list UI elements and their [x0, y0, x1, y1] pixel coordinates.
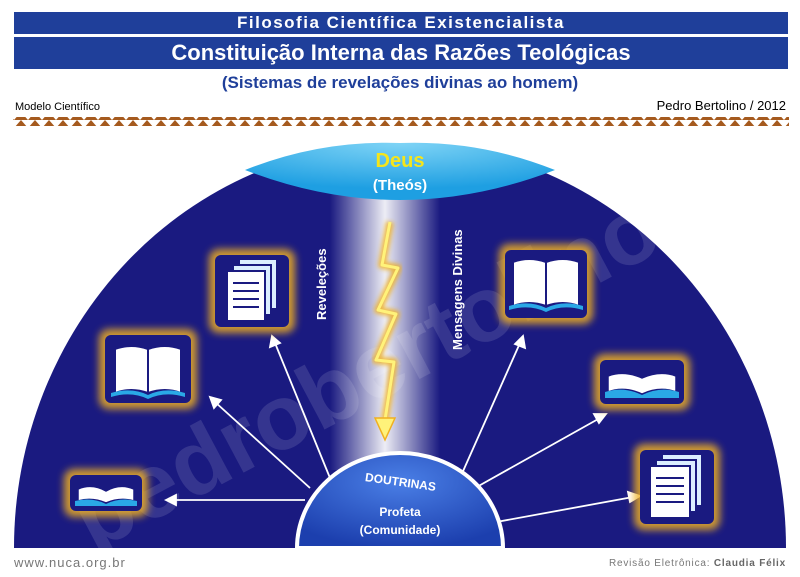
- open-book-icon: [64, 469, 148, 517]
- series-title: Filosofia Científica Existencialista: [14, 12, 788, 34]
- documents-icon: [634, 444, 720, 530]
- prophet-base: [294, 451, 506, 550]
- model-label: Modelo Científico: [15, 101, 100, 113]
- open-book-icon: [99, 329, 197, 409]
- divine-messages-label: Mensagens Divinas: [450, 229, 465, 350]
- lightning-bolt: [374, 221, 400, 421]
- lightning-arrowhead: [373, 417, 397, 442]
- main-title: Constituição Interna das Razões Teológic…: [14, 37, 788, 69]
- revelations-label: Reveleções: [314, 248, 329, 320]
- review-credit: Revisão Eletrônica: Claudia Félix: [609, 558, 786, 569]
- review-label: Revisão Eletrônica:: [608, 558, 711, 569]
- theos-label: (Theós): [373, 177, 427, 194]
- arrows: [163, 334, 643, 526]
- site-url[interactable]: www.nuca.org.br: [14, 555, 126, 570]
- prophet-label: Profeta: [379, 505, 421, 519]
- community-label: (Comunidade): [360, 523, 441, 537]
- open-book-icon: [594, 354, 690, 410]
- reviewer-name: Claudia Félix: [713, 558, 786, 569]
- decorative-band: [13, 117, 789, 126]
- documents-icon: [209, 249, 295, 333]
- god-label: Deus: [376, 150, 425, 172]
- author-label: Pedro Bertolino / 2012: [656, 98, 786, 113]
- open-book-icon: [499, 244, 593, 324]
- heaven-cap: [245, 142, 555, 200]
- subtitle: (Sistemas de revelações divinas ao homem…: [221, 73, 579, 92]
